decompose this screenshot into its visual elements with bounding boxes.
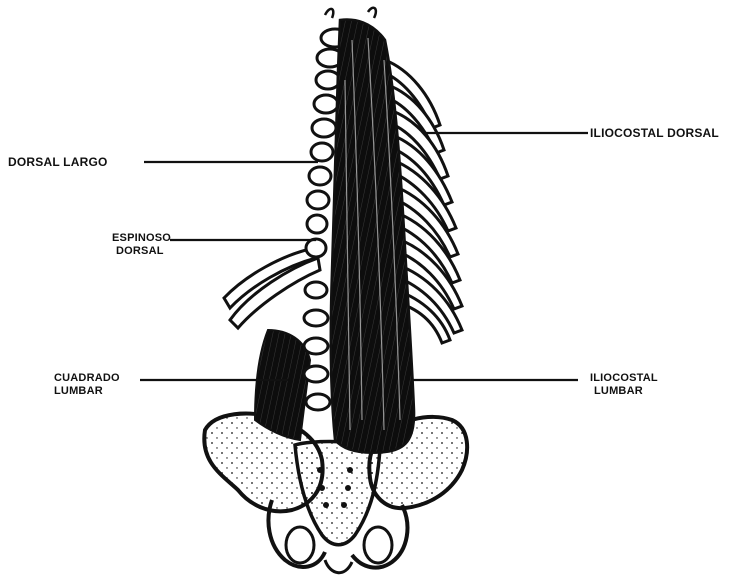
- label-cuadrado-lumbar-line2: LUMBAR: [54, 386, 103, 397]
- label-iliocostal-lumbar-line1: ILIOCOSTAL: [590, 373, 658, 384]
- label-iliocostal-lumbar-line2: LUMBAR: [594, 386, 643, 397]
- obturator-right: [364, 527, 392, 563]
- label-iliocostal-dorsal: ILIOCOSTAL DORSAL: [590, 127, 719, 139]
- obturator-left: [286, 527, 314, 563]
- coccyx: [325, 560, 352, 573]
- label-cuadrado-lumbar-line1: CUADRADO: [54, 373, 120, 384]
- quadratus-lumborum-muscle: [255, 330, 310, 440]
- cervical-top: [325, 8, 376, 18]
- label-dorsal-largo: DORSAL LARGO: [8, 156, 108, 168]
- label-espinoso-dorsal-line1: ESPINOSO: [112, 233, 171, 244]
- label-espinoso-dorsal-line2: DORSAL: [116, 246, 164, 257]
